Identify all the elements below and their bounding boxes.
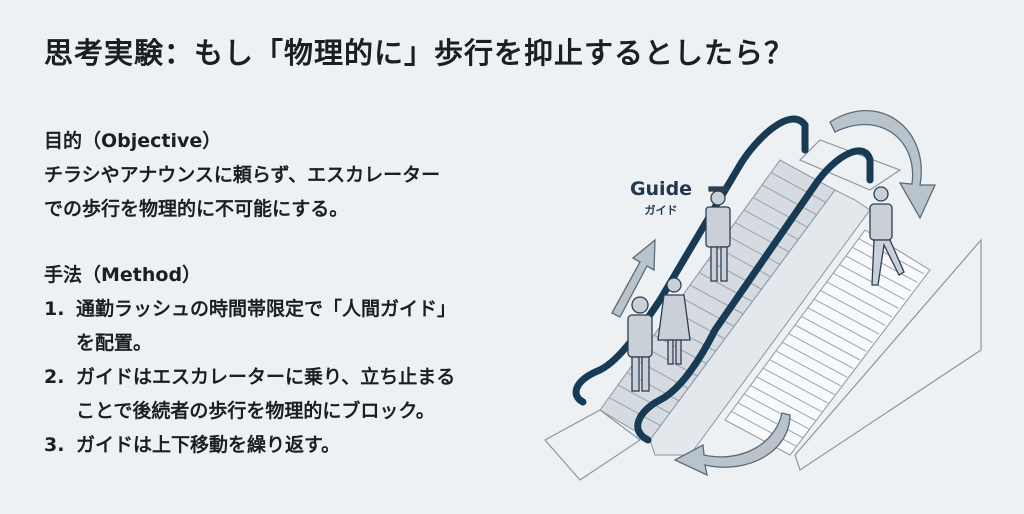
step-line: [756, 376, 823, 413]
item-number: 3.: [44, 434, 65, 456]
step-line: [761, 184, 818, 216]
step-line: [737, 402, 803, 439]
method-item-1: 1. 通勤ラッシュの時間帯限定で「人間ガイド」: [44, 292, 456, 326]
step-line: [782, 341, 848, 378]
step-line: [750, 385, 816, 421]
method-heading: 手法（Method）: [44, 264, 202, 286]
step-line: [743, 393, 810, 430]
arrow-up-icon: [611, 238, 656, 318]
item-text: ガイドはエスカレーターに乗り、立ち止まる: [76, 366, 456, 388]
item-number: 2.: [44, 366, 65, 388]
item-text: 通勤ラッシュの時間帯限定で「人間ガイド」: [76, 298, 457, 320]
step-line: [826, 281, 893, 318]
step-line: [731, 410, 797, 447]
step-line: [775, 350, 842, 387]
step-line: [734, 222, 791, 253]
handrail-right: [634, 147, 874, 444]
text-body: 目的（Objective） チラシやアナウンスに頼らず、エスカレーター での歩行…: [44, 124, 456, 462]
step-line: [680, 297, 737, 328]
person-walking-stairs: [869, 186, 905, 286]
step-line: [788, 333, 854, 370]
step-line: [820, 290, 886, 326]
guide-label-en: Guide: [629, 178, 693, 200]
step-line: [770, 172, 827, 203]
method-item-3: 3. ガイドは上下移動を繰り返す。: [44, 428, 456, 462]
person-man: [627, 296, 653, 392]
step-line: [762, 367, 829, 404]
item-text: ガイドは上下移動を繰り返す。: [76, 434, 341, 456]
step-line: [743, 209, 800, 241]
escalator-body: [599, 159, 871, 456]
person-guide: [705, 186, 731, 282]
arrow-bottom-curve-icon: [673, 412, 791, 477]
person-woman: [657, 277, 691, 365]
step-line: [689, 284, 746, 316]
step-line: [832, 272, 899, 309]
step-line: [769, 359, 835, 395]
method-item-2: 2. ガイドはエスカレーターに乗り、立ち止まる: [44, 360, 456, 394]
step-line: [698, 272, 755, 303]
objective-line: チラシやアナウンスに頼らず、エスカレーター: [44, 164, 441, 186]
step-line: [752, 197, 809, 228]
step-line: [794, 324, 861, 361]
step-line: [852, 246, 918, 283]
objective-heading: 目的（Objective）: [44, 130, 222, 152]
item-number: 1.: [44, 298, 65, 320]
arrow-top-curve-icon: [829, 110, 937, 220]
step-line: [813, 298, 880, 335]
stair-steps: [731, 238, 924, 447]
step-line: [801, 315, 867, 352]
item-text: を配置。: [76, 332, 153, 354]
page-title: 思考実験：もし「物理的に」歩行を抑止するとしたら？: [44, 36, 795, 70]
objective-line: での歩行を物理的に不可能にする。: [44, 198, 349, 220]
step-line: [608, 397, 665, 428]
guide-label-ja: ガイド: [644, 204, 678, 217]
step-line: [725, 234, 782, 266]
step-line: [807, 307, 873, 344]
item-text: ことで後続者の歩行を物理的にブロック。: [76, 400, 435, 422]
step-line: [617, 384, 674, 416]
